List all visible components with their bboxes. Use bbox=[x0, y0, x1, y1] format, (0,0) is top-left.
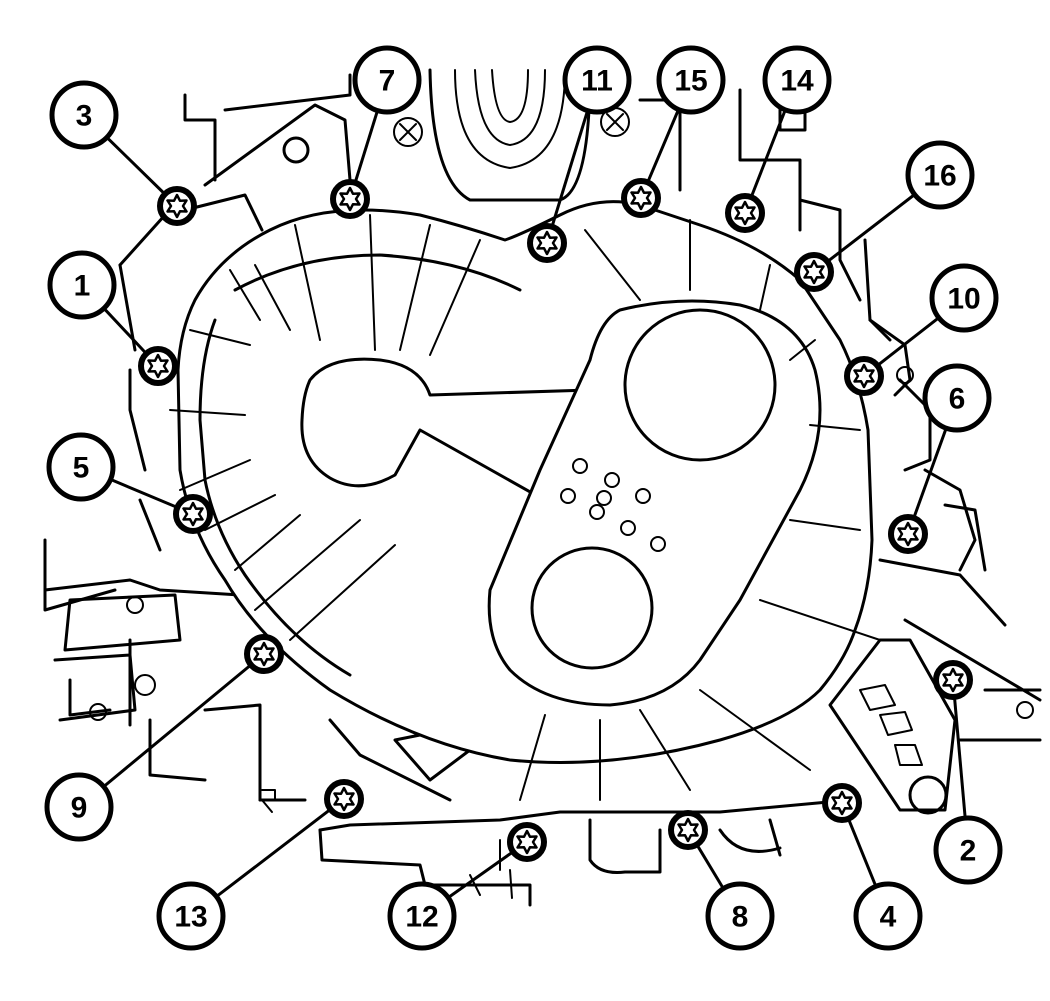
bolt-1-head bbox=[138, 346, 178, 386]
bolt-7-callout-circle bbox=[352, 45, 422, 115]
bolt-11-leader-line bbox=[549, 110, 590, 230]
bolt-12-leader-line bbox=[447, 849, 516, 899]
bolt-2-callout-label: 2 bbox=[960, 835, 977, 868]
bolt-3-callout-circle bbox=[49, 80, 119, 150]
bolt-16-callout-label: 16 bbox=[923, 160, 956, 193]
bolt-1-leader-line bbox=[102, 307, 149, 357]
bolt-1-callout-label: 1 bbox=[74, 270, 91, 303]
bolt-9-callout: 9 bbox=[44, 662, 254, 842]
bolt-4-callout: 4 bbox=[846, 816, 923, 951]
bolt-1-callout-circle bbox=[47, 250, 117, 320]
bolt-11-callout-label: 11 bbox=[581, 65, 613, 98]
bolt-15-head bbox=[621, 178, 661, 218]
bolt-5-callout-circle bbox=[46, 432, 116, 502]
bolt-2-head bbox=[933, 660, 973, 700]
bolt-16-head bbox=[794, 252, 834, 292]
bolt-13-callout: 13 bbox=[156, 806, 334, 951]
bolt-13-leader-line bbox=[215, 806, 334, 898]
bolt-7-head bbox=[330, 179, 370, 219]
bolt-12-head bbox=[507, 822, 547, 862]
bolt-4-head bbox=[822, 783, 862, 823]
bolt-12-callout: 12 bbox=[387, 849, 516, 951]
bolt-15-callout-label: 15 bbox=[674, 65, 707, 98]
bolt-14-leader-line bbox=[749, 109, 787, 200]
bolt-4-callout-label: 4 bbox=[880, 901, 897, 934]
bolt-10-callout-label: 10 bbox=[947, 283, 980, 316]
bolt-15-callout-circle bbox=[656, 45, 726, 115]
bolt-3-callout-label: 3 bbox=[76, 100, 93, 133]
bolt-14-head bbox=[725, 193, 765, 233]
bolt-6-callout-circle bbox=[922, 363, 992, 433]
bolt-6-callout: 6 bbox=[911, 363, 992, 521]
bolt-12-callout-label: 12 bbox=[405, 901, 438, 934]
bolt-11-head bbox=[527, 223, 567, 263]
bolt-5-callout: 5 bbox=[46, 432, 180, 510]
bolt-4-leader-line bbox=[846, 816, 878, 887]
bolt-10-head bbox=[844, 356, 884, 396]
bolt-5-leader-line bbox=[109, 478, 180, 510]
bolt-14-callout-circle bbox=[762, 45, 832, 115]
bolt-6-callout-label: 6 bbox=[949, 383, 966, 416]
bolt-7-leader-line bbox=[353, 110, 379, 186]
bolt-1-callout: 1 bbox=[47, 250, 149, 357]
bolt-13-callout-label: 13 bbox=[174, 901, 207, 934]
bolt-2-callout-circle bbox=[933, 815, 1003, 885]
bolt-11-callout-circle bbox=[562, 45, 632, 115]
bolt-5-head bbox=[173, 494, 213, 534]
bolt-16-leader-line bbox=[824, 193, 916, 264]
bolt-2-leader-line bbox=[952, 694, 967, 819]
bolt-15-leader-line bbox=[645, 108, 680, 185]
bolt-10-leader-line bbox=[874, 316, 940, 368]
bolt-14-callout-label: 14 bbox=[780, 65, 814, 98]
bolt-9-callout-circle bbox=[44, 772, 114, 842]
bolt-3-leader-line bbox=[105, 136, 168, 197]
bolt-14-callout: 14 bbox=[749, 45, 832, 200]
bolt-3-callout: 3 bbox=[49, 80, 168, 197]
bolt-9-leader-line bbox=[102, 662, 254, 788]
bolt-15-callout: 15 bbox=[645, 45, 726, 185]
bolt-11-callout: 11 bbox=[549, 45, 632, 230]
transaxle-case bbox=[169, 200, 881, 801]
bolt-13-head bbox=[324, 779, 364, 819]
bolt-3-head bbox=[157, 186, 197, 226]
bolt-9-head bbox=[244, 634, 284, 674]
bolt-16-callout: 16 bbox=[824, 140, 975, 264]
bolt-2-callout: 2 bbox=[933, 694, 1003, 885]
bolt-4-callout-circle bbox=[853, 881, 923, 951]
bolt-6-leader-line bbox=[911, 427, 948, 521]
bolt-5-callout-label: 5 bbox=[73, 452, 90, 485]
bolt-16-callout-circle bbox=[905, 140, 975, 210]
bolt-12-callout-circle bbox=[387, 881, 457, 951]
bolt-heads bbox=[138, 178, 973, 862]
bolt-10-callout: 10 bbox=[874, 263, 999, 368]
bolt-8-callout-label: 8 bbox=[732, 901, 749, 934]
bolt-9-callout-label: 9 bbox=[71, 792, 88, 825]
bolt-8-leader-line bbox=[694, 842, 725, 890]
bolt-8-head bbox=[668, 810, 708, 850]
bolt-8-callout-circle bbox=[705, 881, 775, 951]
bolt-7-callout: 7 bbox=[352, 45, 422, 186]
bolt-10-callout-circle bbox=[929, 263, 999, 333]
bolt-7-callout-label: 7 bbox=[379, 65, 396, 98]
bolt-13-callout-circle bbox=[156, 881, 226, 951]
bolt-6-head bbox=[888, 514, 928, 554]
bolt-8-callout: 8 bbox=[694, 842, 775, 951]
